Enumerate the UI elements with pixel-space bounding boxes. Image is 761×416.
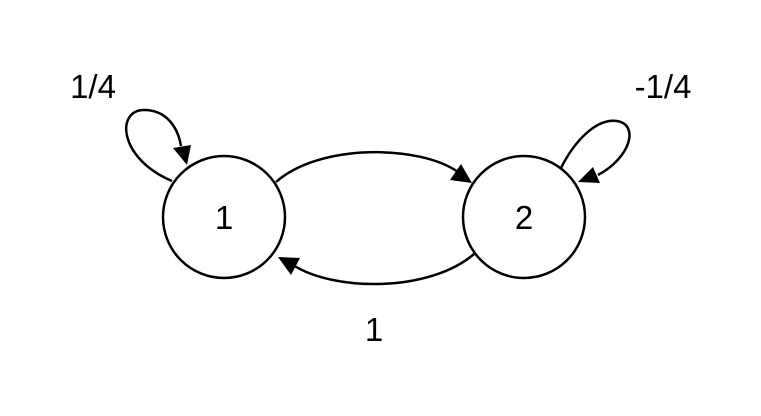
self-loop-2-label: -1/4 bbox=[635, 68, 692, 105]
self-loop-2-arrowhead bbox=[578, 167, 600, 183]
edge-2-to-1-arrowhead bbox=[278, 257, 300, 275]
self-loop-1: 1/4 bbox=[70, 68, 191, 183]
node-1: 1 bbox=[161, 154, 287, 280]
self-loop-1-label: 1/4 bbox=[70, 68, 116, 105]
self-loop-2: -1/4 bbox=[559, 68, 692, 183]
edge-2-to-1-label: 1 bbox=[365, 311, 383, 348]
self-loop-2-path bbox=[559, 119, 631, 177]
edge-1-to-2-path bbox=[275, 150, 459, 183]
edge-1-to-2 bbox=[275, 150, 472, 183]
edge-1-to-2-arrowhead bbox=[450, 164, 472, 183]
node-2: 2 bbox=[461, 154, 587, 280]
self-loop-1-arrowhead bbox=[173, 145, 191, 165]
node-2-circle bbox=[461, 154, 587, 280]
self-loop-1-path bbox=[124, 108, 183, 183]
node-1-circle bbox=[161, 154, 287, 280]
edge-2-to-1: 1 bbox=[278, 253, 475, 348]
node-1-label: 1 bbox=[215, 199, 233, 236]
edge-2-to-1-path bbox=[292, 253, 475, 286]
node-2-label: 2 bbox=[515, 199, 533, 236]
